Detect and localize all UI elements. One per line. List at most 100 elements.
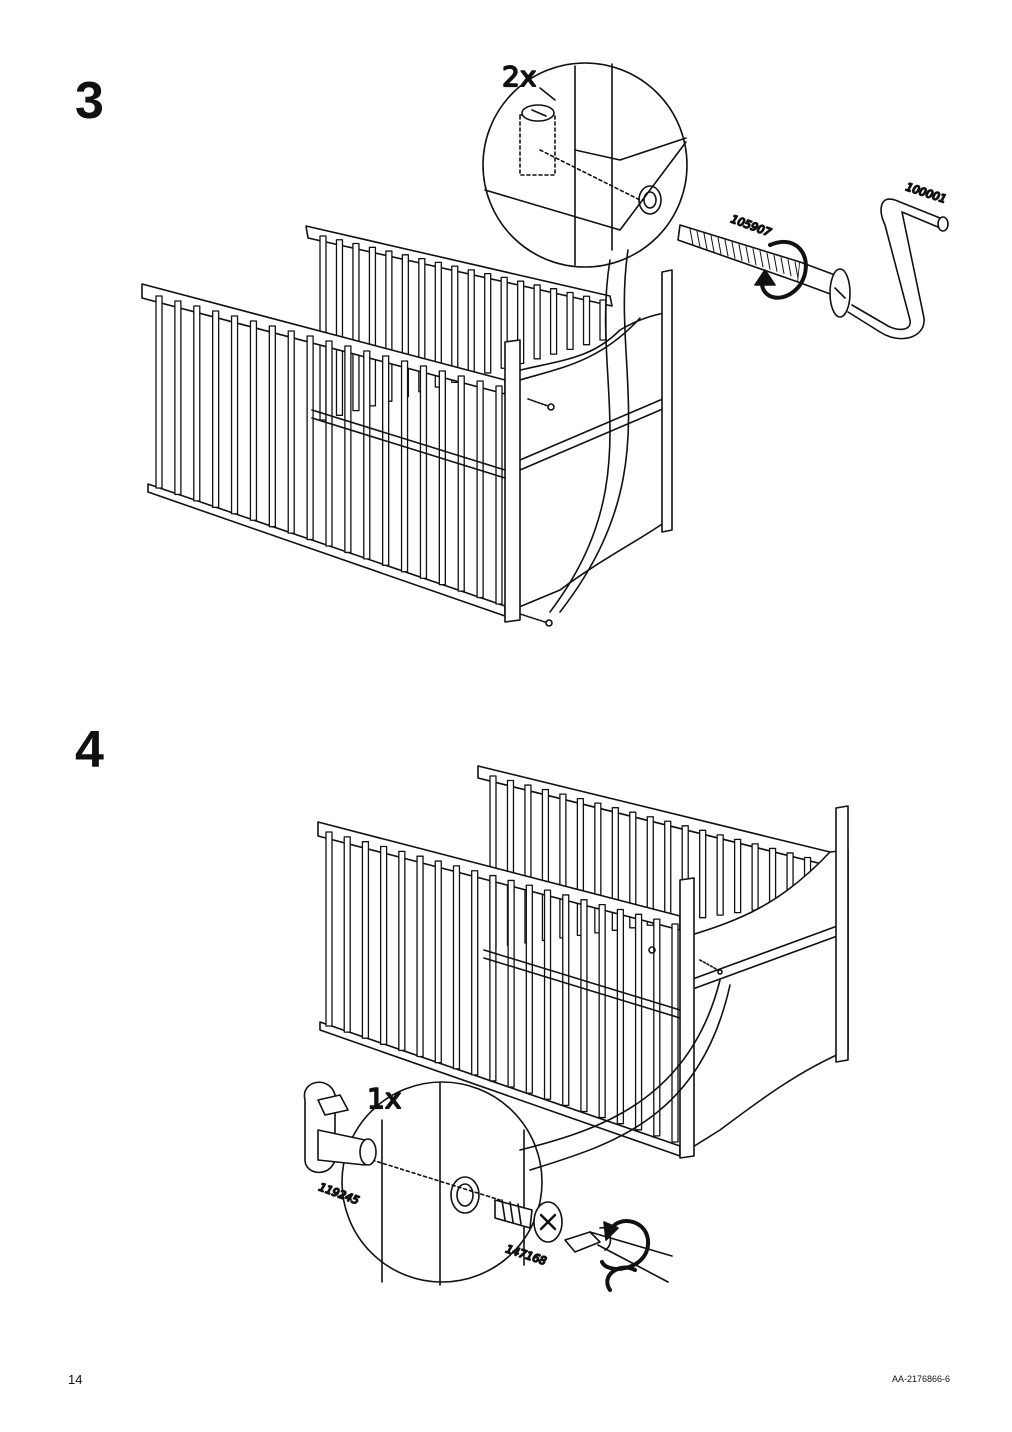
part-100001-label: 100001: [904, 180, 948, 205]
slat: [174, 300, 182, 496]
dowel-cap-119245: [303, 1081, 377, 1174]
screwdriver-icon: [564, 1227, 673, 1283]
thread-line: [759, 250, 764, 268]
screw: [527, 398, 555, 411]
allen-key-icon: [847, 198, 949, 340]
slat: [500, 276, 508, 369]
slat: [416, 855, 424, 1058]
slat: [319, 235, 327, 421]
front-slats: [155, 295, 503, 605]
slat: [398, 850, 406, 1052]
slat: [671, 923, 679, 1143]
slat: [489, 874, 497, 1082]
thread-line: [773, 254, 778, 272]
slat: [751, 843, 759, 911]
slat: [457, 375, 465, 592]
thread-line: [710, 235, 715, 253]
thread-line: [787, 259, 792, 277]
slat: [287, 330, 295, 534]
part-105907-label: 105907: [729, 213, 773, 240]
part-147168-label: 147168: [504, 1242, 548, 1267]
step-3-crib: [141, 225, 673, 627]
slat: [467, 269, 475, 379]
slat: [352, 242, 360, 412]
back-slats: [489, 775, 829, 949]
rotate-arrow-icon: [754, 239, 808, 300]
thread-line: [745, 246, 750, 264]
step-3-number: 3: [75, 72, 104, 130]
slat: [582, 295, 591, 346]
slat: [611, 807, 619, 931]
bolt-105907: [677, 224, 851, 318]
slat: [562, 894, 570, 1107]
rotate-arrow-icon: [600, 1219, 651, 1292]
slat: [566, 291, 574, 351]
slat: [629, 811, 637, 929]
slat: [664, 820, 672, 924]
thread-line: [724, 239, 729, 257]
slat: [344, 345, 352, 554]
step-4-detail-circle: [341, 979, 731, 1286]
slat: [249, 320, 258, 521]
slat: [484, 272, 492, 374]
slat: [533, 284, 541, 360]
slat: [363, 350, 371, 560]
slat: [733, 838, 742, 914]
slat: [594, 802, 602, 934]
thread-line: [696, 230, 701, 248]
thread-line: [752, 248, 757, 266]
thread-line: [766, 252, 771, 270]
step-4-crib: [317, 765, 849, 1159]
thread-line: [731, 241, 736, 259]
slat: [451, 265, 459, 384]
slat: [438, 370, 446, 586]
step-3-detail-circle: [482, 62, 688, 613]
back-slats: [319, 235, 607, 421]
thread-line: [703, 232, 708, 250]
step-4-quantity: 1x: [367, 1082, 401, 1115]
slat: [419, 365, 428, 579]
slat: [325, 831, 333, 1027]
slat: [434, 261, 442, 388]
slat: [495, 385, 503, 605]
screw-147168: [494, 1199, 563, 1243]
slat: [549, 288, 558, 355]
slat: [382, 355, 390, 566]
slat: [368, 246, 377, 407]
slat: [212, 310, 220, 508]
page-number: 14: [68, 1372, 83, 1387]
screw: [519, 613, 553, 627]
slat: [193, 305, 201, 502]
slat: [343, 836, 351, 1033]
slat: [653, 918, 661, 1137]
slat: [616, 908, 625, 1125]
slat: [434, 860, 442, 1064]
step-4-number: 4: [75, 721, 104, 779]
slat: [306, 335, 314, 541]
step-3-quantity: 2x: [502, 60, 536, 93]
slat: [452, 865, 461, 1070]
slat: [335, 239, 344, 416]
slat: [646, 816, 654, 926]
slat: [155, 295, 163, 489]
slat: [268, 325, 276, 528]
thread-line: [780, 257, 785, 275]
thread-line: [738, 243, 743, 261]
slat: [716, 834, 724, 916]
slat: [379, 845, 388, 1045]
slat: [471, 870, 479, 1076]
document-code: AA-2176866-6: [891, 1374, 950, 1384]
slat: [699, 829, 707, 919]
slat: [525, 884, 533, 1094]
slat: [325, 340, 333, 547]
thread-line: [689, 228, 694, 246]
slat: [361, 841, 370, 1039]
slat: [230, 315, 239, 515]
front-slats: [325, 831, 679, 1143]
thread-line: [717, 237, 722, 255]
slat: [476, 380, 484, 599]
slat: [580, 899, 588, 1113]
slat: [634, 913, 643, 1131]
slat: [543, 889, 552, 1100]
